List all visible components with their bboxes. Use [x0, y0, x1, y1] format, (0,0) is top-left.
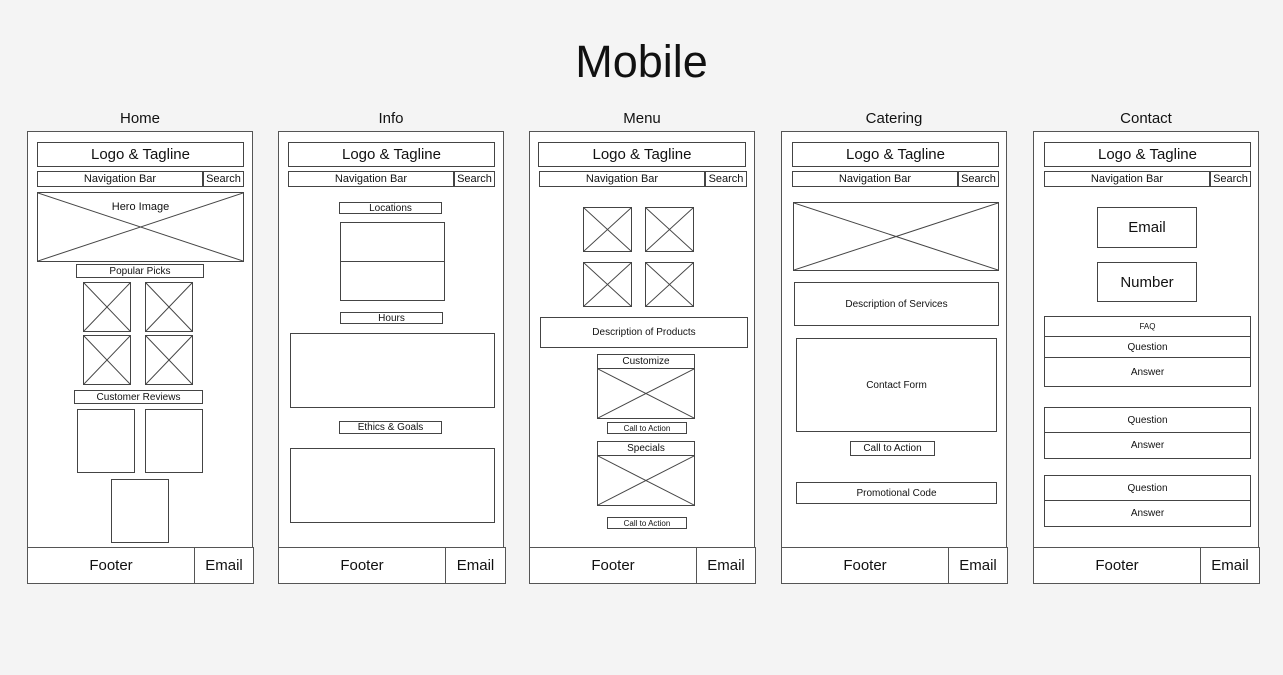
wireframe-home: Logo & Tagline Navigation Bar Search Her…	[27, 131, 254, 584]
wireframe-contact: Logo & Tagline Navigation Bar Search Ema…	[1033, 131, 1260, 584]
call-to-action-button: Call to Action	[850, 441, 935, 456]
logo-tagline: Logo & Tagline	[538, 142, 746, 167]
popular-pick-image	[83, 335, 131, 385]
screen-label-menu: Menu	[623, 110, 661, 127]
specials-label: Specials	[597, 441, 695, 456]
navigation-bar: Navigation Bar	[288, 171, 454, 187]
location-block	[340, 222, 445, 262]
wireframe-info: Logo & Tagline Navigation Bar Search Loc…	[278, 131, 506, 584]
logo-tagline: Logo & Tagline	[1044, 142, 1251, 167]
faq-question: Question	[1044, 336, 1251, 358]
hours-block	[290, 333, 495, 408]
screen-label-info: Info	[378, 110, 404, 127]
logo-tagline: Logo & Tagline	[37, 142, 244, 167]
footer-email: Email	[1200, 547, 1260, 584]
number-contact-box: Number	[1097, 262, 1197, 302]
search-box: Search	[203, 171, 244, 187]
footer-email: Email	[445, 547, 506, 584]
hours-label: Hours	[340, 312, 443, 324]
product-image	[583, 262, 632, 307]
search-box: Search	[705, 171, 747, 187]
logo-tagline: Logo & Tagline	[288, 142, 495, 167]
faq-answer: Answer	[1044, 500, 1251, 527]
navigation-bar: Navigation Bar	[539, 171, 705, 187]
faq-answer: Answer	[1044, 432, 1251, 459]
search-box: Search	[958, 171, 999, 187]
footer: Footer	[1033, 547, 1201, 584]
wireframe-catering: Logo & Tagline Navigation Bar Search Des…	[781, 131, 1008, 584]
navigation-bar: Navigation Bar	[1044, 171, 1210, 187]
footer: Footer	[529, 547, 697, 584]
specials-image	[597, 455, 695, 506]
review-card	[145, 409, 203, 473]
footer: Footer	[781, 547, 949, 584]
locations-label: Locations	[339, 202, 442, 214]
faq-header: FAQ	[1044, 316, 1251, 337]
footer-email: Email	[194, 547, 254, 584]
search-box: Search	[1210, 171, 1251, 187]
customer-reviews-label: Customer Reviews	[74, 390, 203, 404]
product-image	[583, 207, 632, 252]
search-box: Search	[454, 171, 495, 187]
hero-image-label: Hero Image	[111, 201, 170, 213]
screen-label-contact: Contact	[1120, 110, 1172, 127]
product-image	[645, 262, 694, 307]
review-card	[77, 409, 135, 473]
faq-question: Question	[1044, 407, 1251, 433]
screen-label-home: Home	[119, 110, 160, 127]
contact-form: Contact Form	[796, 338, 997, 432]
promotional-code-field: Promotional Code	[796, 482, 997, 504]
location-block	[340, 261, 445, 301]
page-title: Mobile	[575, 36, 708, 87]
popular-picks-label: Popular Picks	[76, 264, 204, 278]
email-contact-box: Email	[1097, 207, 1197, 248]
ethics-goals-label: Ethics & Goals	[339, 421, 442, 434]
popular-pick-image	[83, 282, 131, 332]
products-description: Description of Products	[540, 317, 748, 348]
customize-label: Customize	[597, 354, 695, 369]
popular-pick-image	[145, 335, 193, 385]
customize-image	[597, 368, 695, 419]
call-to-action-button: Call to Action	[607, 422, 687, 434]
call-to-action-button: Call to Action	[607, 517, 687, 529]
review-card	[111, 479, 169, 543]
popular-pick-image	[145, 282, 193, 332]
navigation-bar: Navigation Bar	[37, 171, 203, 187]
footer: Footer	[27, 547, 195, 584]
product-image	[645, 207, 694, 252]
faq-answer: Answer	[1044, 357, 1251, 387]
screen-label-catering: Catering	[865, 110, 923, 127]
catering-image	[793, 202, 999, 271]
faq-question: Question	[1044, 475, 1251, 501]
hero-image-placeholder: Hero Image	[37, 192, 244, 262]
navigation-bar: Navigation Bar	[792, 171, 958, 187]
wireframe-menu: Logo & Tagline Navigation Bar Search Des…	[529, 131, 756, 584]
ethics-block	[290, 448, 495, 523]
footer: Footer	[278, 547, 446, 584]
footer-email: Email	[948, 547, 1008, 584]
logo-tagline: Logo & Tagline	[792, 142, 999, 167]
services-description: Description of Services	[794, 282, 999, 326]
footer-email: Email	[696, 547, 756, 584]
